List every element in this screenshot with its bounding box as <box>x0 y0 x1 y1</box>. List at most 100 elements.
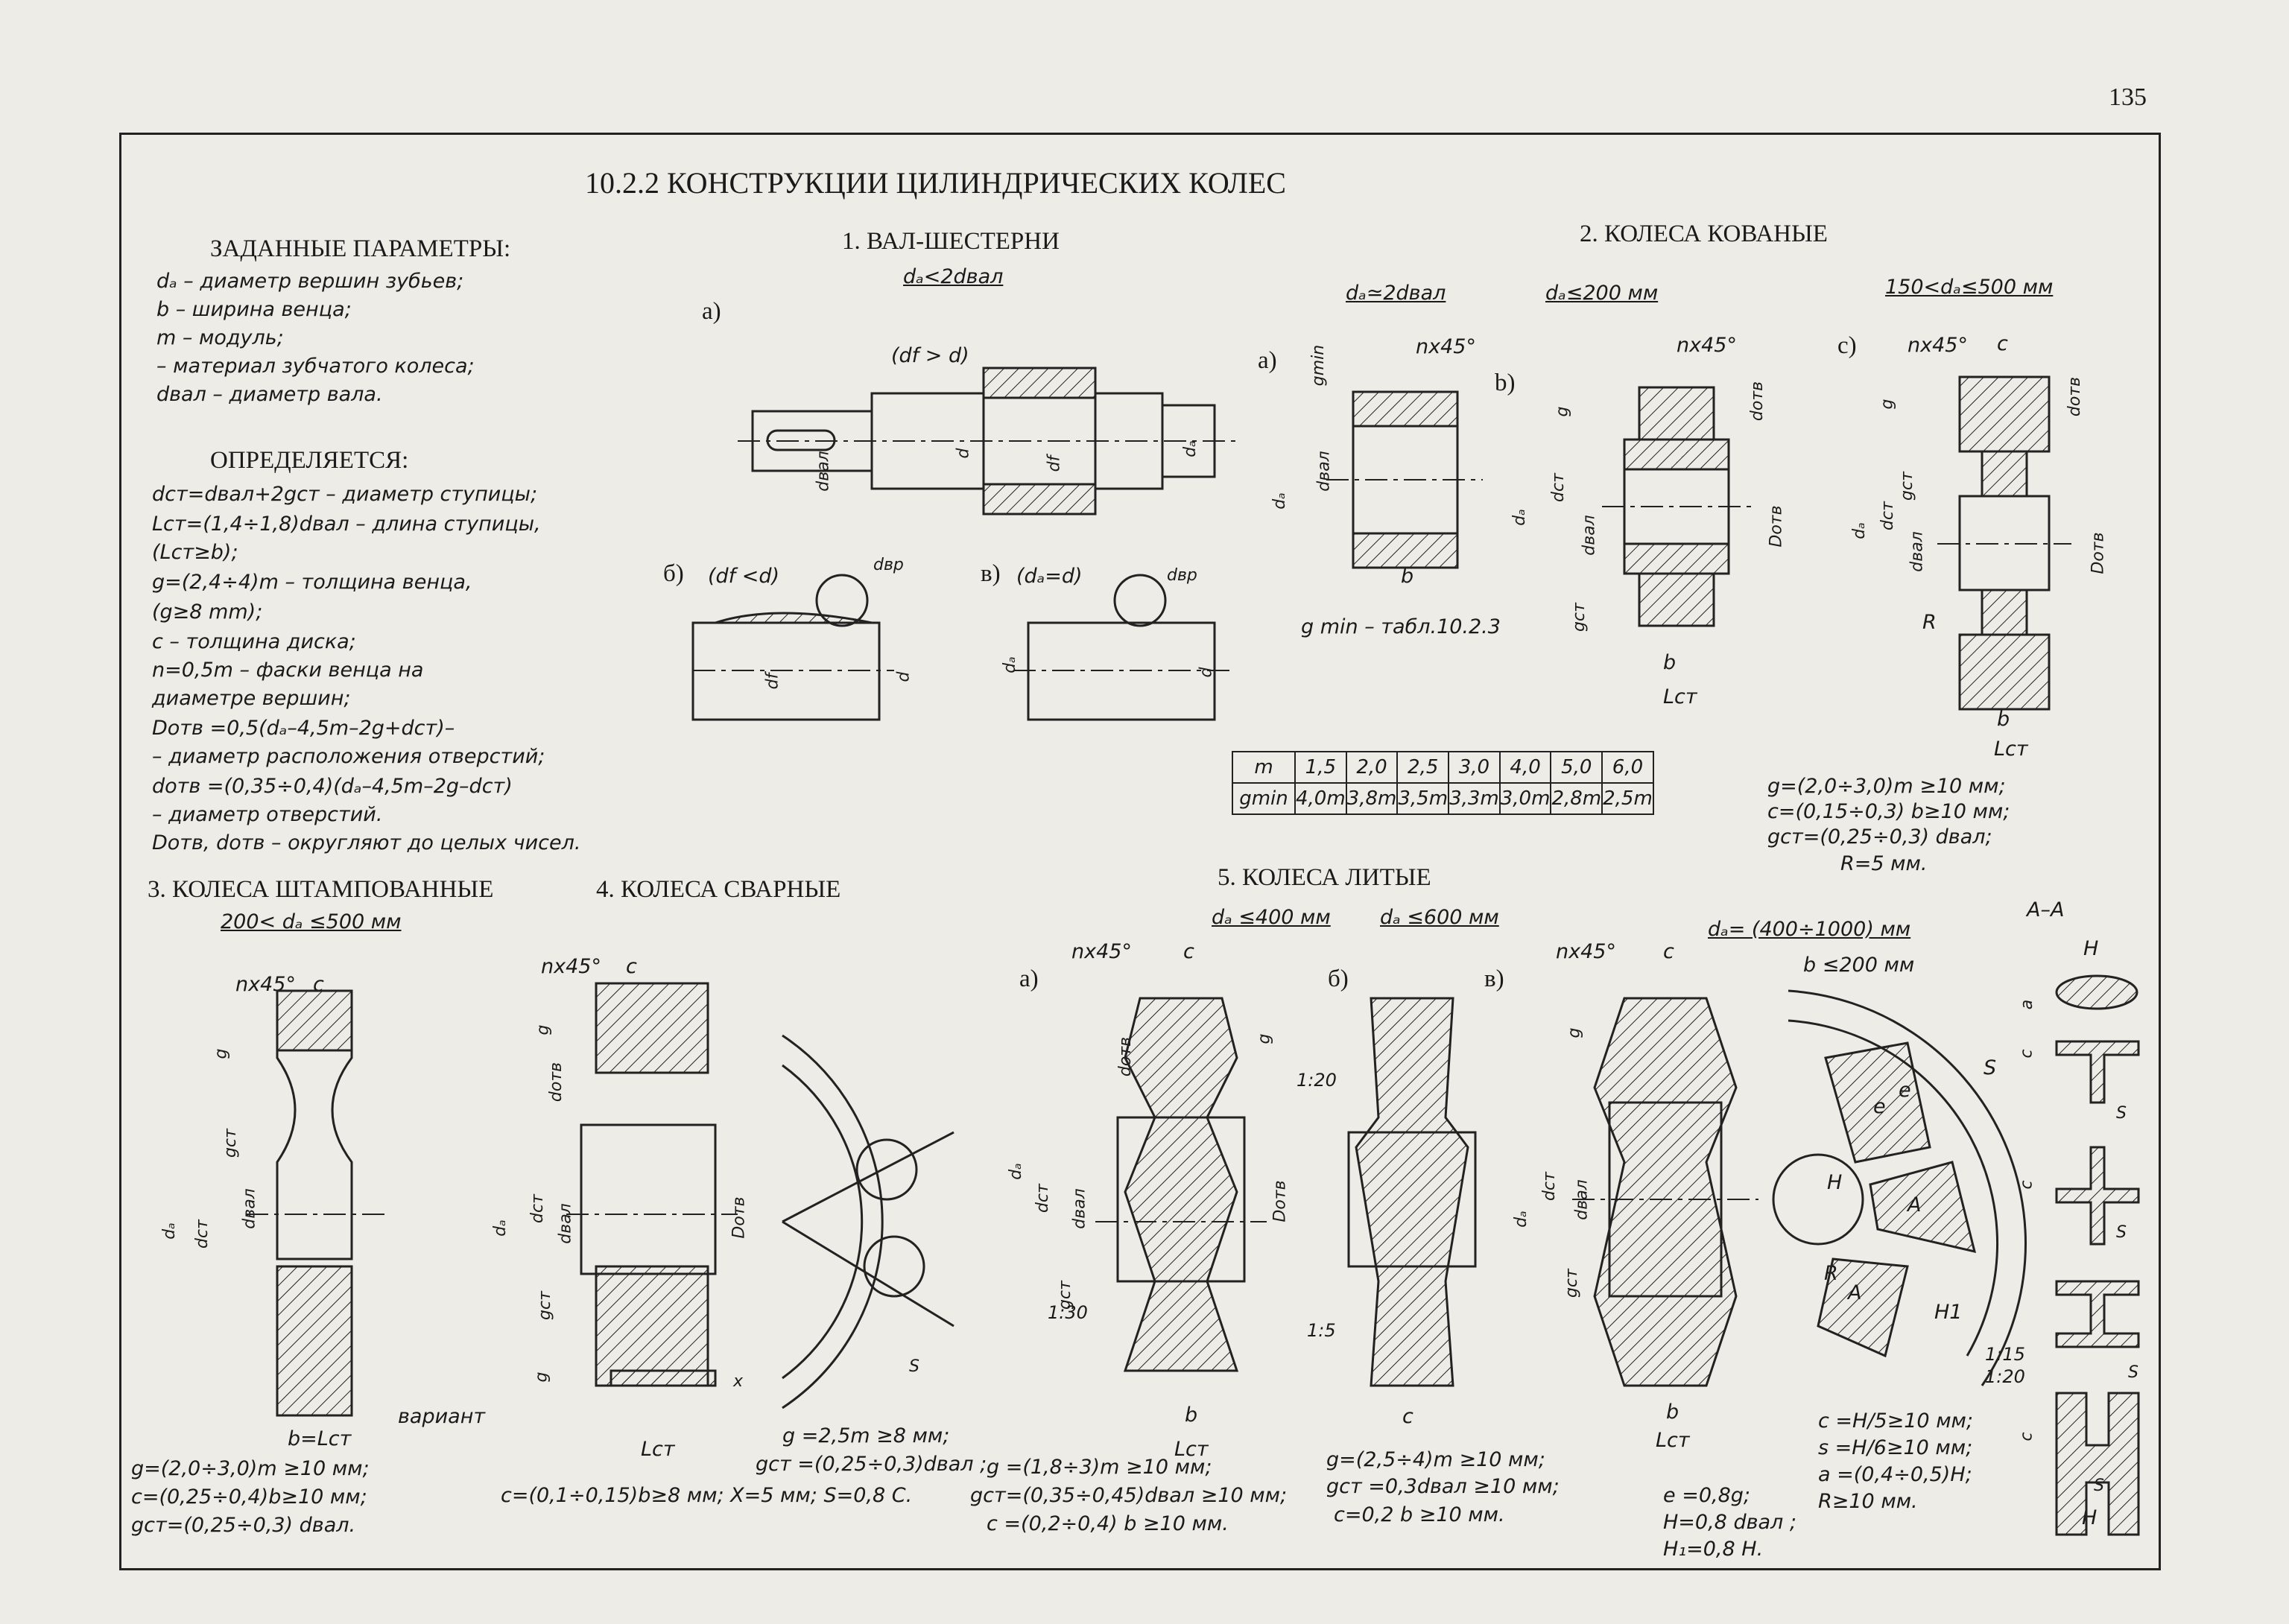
determined-line: – диаметр отверстий. <box>152 803 383 826</box>
given-line: – материал зубчатого колеса; <box>156 355 475 378</box>
section5-s-label: S <box>2116 1223 2127 1242</box>
determined-line: g=(2,4÷4)m – толщина венца, <box>152 571 472 594</box>
section3-variant-label: вариант <box>398 1405 486 1428</box>
given-line: b – ширина венца; <box>156 298 352 321</box>
section5-formula: gст =0,3dвал ≥10 мм; <box>1326 1475 1560 1498</box>
given-line: dвал – диаметр вала. <box>156 383 383 406</box>
section2-variant-a: а) <box>1258 347 1277 374</box>
determined-line: Dотв =0,5(dₐ–4,5m–2g+dст)– <box>152 717 455 740</box>
determined-line: dст=dвал+2gст – диаметр ступицы; <box>152 483 538 506</box>
section5-slope: 1:15 <box>1985 1344 2025 1365</box>
section2-b-label: b <box>1401 565 1414 588</box>
section5-H-label: H <box>2083 937 2099 960</box>
section2-Lst-label: Lст <box>1663 685 1697 708</box>
section2-variant-c: с) <box>1837 332 1857 359</box>
section5-s-label: S <box>1984 1056 1997 1079</box>
section5-variant-c: в) <box>1484 965 1504 992</box>
section5-H1-label: H1 <box>1934 1301 1963 1324</box>
section5-formula: g =(1,8÷3)m ≥10 мм; <box>987 1456 1212 1479</box>
section4-s-label: S <box>909 1357 919 1376</box>
section1-variant-a: а) <box>702 298 721 325</box>
spoke-section-profiles <box>2055 974 2140 1536</box>
spoked-wheel-drawing <box>1772 989 2027 1386</box>
section5-cond-b: dₐ ≤600 мм <box>1380 906 1499 929</box>
section2-b-label: b <box>1997 708 2010 731</box>
table-cell: 4,0 <box>1498 751 1552 784</box>
section5-cond-c2: b ≤200 мм <box>1803 954 1915 977</box>
determined-line: (Lст≥b); <box>152 541 238 564</box>
section1-title: 1. ВАЛ-ШЕСТЕРНИ <box>842 228 1060 255</box>
section5-s-label: S <box>2128 1363 2138 1382</box>
section1-dvp-label: dвр <box>873 556 904 574</box>
given-line: dₐ – диаметр вершин зубьев; <box>156 270 464 293</box>
determined-line: Dотв, dотв – округляют до целых чисел. <box>152 831 581 854</box>
determined-line: (g≥8 mm); <box>152 600 263 624</box>
section5-variant-a: а) <box>1019 965 1039 992</box>
gmin-table-header-row: m 1,5 2,0 2,5 3,0 4,0 5,0 6,0 <box>1232 751 1654 784</box>
section2-formula: g=(2,0÷3,0)m ≥10 мм; <box>1767 775 2006 798</box>
cast-wheel-a-drawing <box>1095 997 1267 1372</box>
forged-wheel-b-drawing <box>1602 386 1751 627</box>
section2-chamfer: nx45° <box>1908 334 1968 357</box>
section5-c-label: c <box>1183 940 1194 963</box>
determined-line: – диаметр расположения отверстий; <box>152 745 545 768</box>
section5-cond-a: dₐ ≤400 мм <box>1212 906 1331 929</box>
section2-title: 2. КОЛЕСА КОВАНЫЕ <box>1580 221 1828 247</box>
section5-title: 5. КОЛЕСА ЛИТЫЕ <box>1218 864 1431 891</box>
section1-variant-b: б) <box>663 560 684 587</box>
section2-c-label: c <box>1997 332 2008 355</box>
determined-line: n=0,5m – фаски венца на <box>152 659 424 682</box>
section4-formula: gст =(0,25÷0,3)dвал ; <box>756 1453 987 1476</box>
page-title: 10.2.2 КОНСТРУКЦИИ ЦИЛИНДРИЧЕСКИХ КОЛЕС <box>585 166 1286 200</box>
determined-line: dотв =(0,35÷0,4)(dₐ–4,5m–2g–dст) <box>152 775 513 798</box>
section3-condition: 200< dₐ ≤500 мм <box>221 910 402 933</box>
section5-c-label: c <box>1402 1405 1413 1428</box>
table-cell: 6,0 <box>1601 751 1654 784</box>
determined-line: диаметре вершин; <box>152 687 351 710</box>
section4-chamfer: nx45° <box>541 955 601 978</box>
gmin-table-value-row: gmin 4,0m 3,8m 3,5m 3,3m 3,0m 2,8m 2,5m <box>1232 782 1654 815</box>
section4-Lst-label: Lст <box>641 1438 675 1461</box>
section5-slope: 1:20 <box>1297 1070 1337 1091</box>
page-number: 135 <box>2109 83 2147 111</box>
table-cell: 2,0 <box>1345 751 1399 784</box>
section2-b-label: b <box>1663 651 1677 674</box>
section2-formula: gст=(0,25÷0,3) dвал; <box>1767 825 1992 849</box>
section3-formula: gст=(0,25÷0,3) dвал. <box>131 1514 356 1537</box>
section5-slope: 1:30 <box>1048 1302 1088 1323</box>
table-cell: 3,0 <box>1448 751 1501 784</box>
section2-cond-a: dₐ≃2dвал <box>1346 282 1446 305</box>
section2-cond-b: dₐ≤200 мм <box>1545 282 1659 305</box>
section3-formula: g=(2,0÷3,0)m ≥10 мм; <box>131 1457 370 1480</box>
section2-cond-c: 150<dₐ≤500 мм <box>1885 276 2054 299</box>
section5-variant-b: б) <box>1328 965 1349 992</box>
table-cell: 1,5 <box>1294 751 1347 784</box>
given-line: m – модуль; <box>156 326 284 349</box>
cast-wheel-b-drawing <box>1347 997 1477 1387</box>
section5-slope: 1:5 <box>1307 1320 1336 1341</box>
section2-Lst-label: Lст <box>1994 738 2028 761</box>
section4-x-label: x <box>733 1372 744 1391</box>
stamped-wheel-drawing <box>246 989 387 1417</box>
table-cell: 3,3m <box>1448 782 1501 815</box>
section4-formula: g =2,5m ≥8 мм; <box>782 1424 950 1447</box>
section2-gmin-note: g min – табл.10.2.3 <box>1301 615 1501 638</box>
section1-dvp-label: dвр <box>1167 566 1197 585</box>
forged-wheel-a-drawing <box>1326 390 1483 569</box>
determined-heading: ОПРЕДЕЛЯЕТСЯ: <box>210 447 409 474</box>
section5-s-label: S <box>2116 1104 2127 1123</box>
section5-H-label: H <box>1827 1171 1843 1194</box>
section5-cond-c: dₐ= (400÷1000) мм <box>1708 918 1911 941</box>
section2-chamfer: nx45° <box>1677 334 1737 357</box>
section1-condition: dₐ<2dвал <box>903 265 1004 288</box>
section2-R-label: R <box>1922 611 1937 634</box>
shaft-detail-c-drawing <box>1013 574 1229 721</box>
section5-Lst-label: Lст <box>1174 1438 1209 1461</box>
given-heading: ЗАДАННЫЕ ПАРАМЕТРЫ: <box>210 235 511 262</box>
section1-variant-c: в) <box>981 560 1001 587</box>
table-cell: 2,8m <box>1550 782 1603 815</box>
drawing-frame <box>119 133 2161 1570</box>
table-cell: 5,0 <box>1550 751 1603 784</box>
table-cell: 3,5m <box>1396 782 1450 815</box>
